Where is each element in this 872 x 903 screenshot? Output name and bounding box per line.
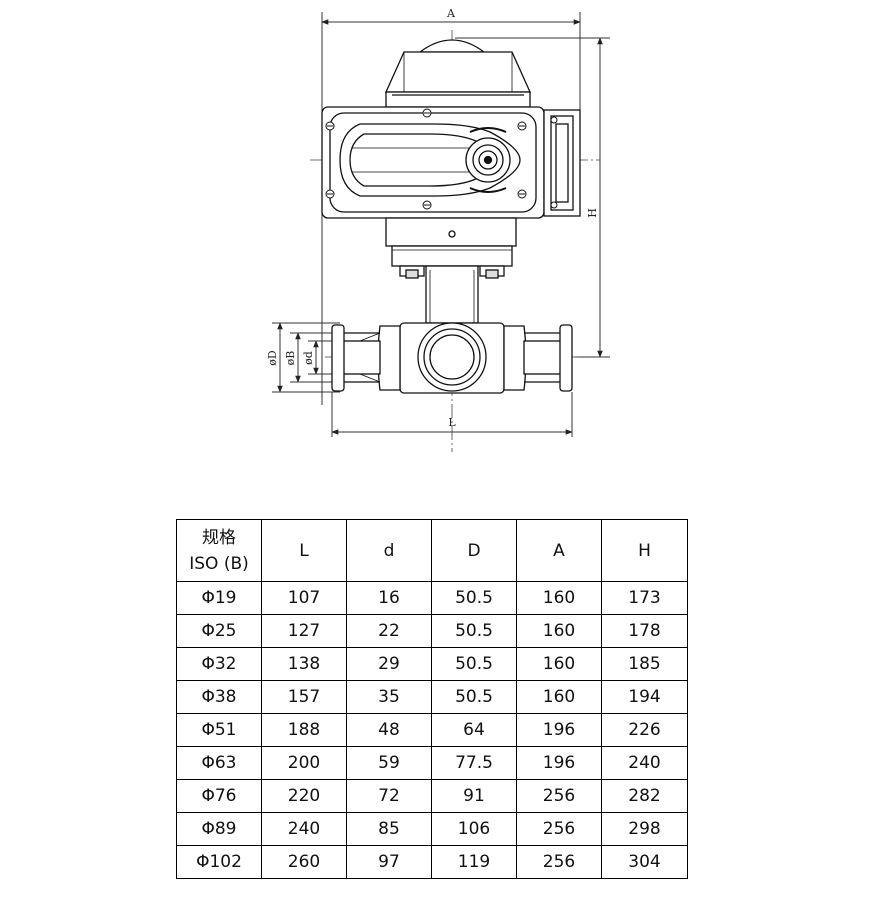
- actuator-cover: [384, 39, 532, 108]
- table-row: Φ102 260 97 119 256 304: [176, 845, 688, 879]
- header-d: d: [346, 519, 432, 582]
- valve-body: [377, 322, 527, 394]
- header-H: H: [601, 519, 688, 582]
- cell-spec: Φ102: [176, 845, 262, 879]
- cell-d: 35: [346, 680, 432, 714]
- cell-D: 119: [431, 845, 517, 879]
- dimension-h-label: H: [586, 208, 599, 218]
- cell-D: 50.5: [431, 614, 517, 648]
- cell-D: 64: [431, 713, 517, 747]
- cell-D: 50.5: [431, 680, 517, 714]
- cell-d: 48: [346, 713, 432, 747]
- cell-H: 240: [601, 746, 688, 780]
- table-row: Φ89 240 85 106 256 298: [176, 812, 688, 846]
- cell-A: 196: [516, 713, 602, 747]
- cell-A: 256: [516, 845, 602, 879]
- cell-H: 304: [601, 845, 688, 879]
- cell-D: 77.5: [431, 746, 517, 780]
- cell-spec: Φ51: [176, 713, 262, 747]
- actuator-base: [385, 217, 517, 279]
- cell-A: 256: [516, 812, 602, 846]
- cell-L: 107: [261, 581, 347, 615]
- cell-d: 97: [346, 845, 432, 879]
- cell-L: 138: [261, 647, 347, 681]
- cell-spec: Φ32: [176, 647, 262, 681]
- table-row: Φ32 138 29 50.5 160 185: [176, 647, 688, 681]
- cell-spec: Φ25: [176, 614, 262, 648]
- header-spec-line1: 规格: [202, 527, 236, 548]
- dimension-diameters: [272, 322, 340, 393]
- position-indicator: [465, 127, 511, 193]
- cell-A: 160: [516, 680, 602, 714]
- dimension-table: 规格 ISO (B) L d D A H Φ19 107 16 50.5 160…: [176, 519, 688, 879]
- cell-D: 106: [431, 812, 517, 846]
- table-row: Φ63 200 59 77.5 196 240: [176, 746, 688, 780]
- header-D: D: [431, 519, 517, 582]
- cell-A: 160: [516, 581, 602, 615]
- valve-stem: [425, 265, 479, 324]
- cell-d: 16: [346, 581, 432, 615]
- housing-screws: [325, 108, 558, 210]
- cell-d: 22: [346, 614, 432, 648]
- cell-L: 200: [261, 746, 347, 780]
- cell-d: 85: [346, 812, 432, 846]
- cell-A: 256: [516, 779, 602, 813]
- cell-D: 50.5: [431, 581, 517, 615]
- cell-L: 240: [261, 812, 347, 846]
- cell-H: 226: [601, 713, 688, 747]
- cell-H: 185: [601, 647, 688, 681]
- header-spec: 规格 ISO (B): [176, 519, 262, 582]
- cell-spec: Φ76: [176, 779, 262, 813]
- table-row: Φ25 127 22 50.5 160 178: [176, 614, 688, 648]
- cell-A: 160: [516, 647, 602, 681]
- cell-d: 72: [346, 779, 432, 813]
- cell-H: 194: [601, 680, 688, 714]
- dimension-d-label: ød: [302, 351, 315, 365]
- cell-L: 188: [261, 713, 347, 747]
- cell-A: 160: [516, 614, 602, 648]
- cell-H: 173: [601, 581, 688, 615]
- cell-D: 91: [431, 779, 517, 813]
- cell-d: 59: [346, 746, 432, 780]
- cell-D: 50.5: [431, 647, 517, 681]
- table-row: Φ76 220 72 91 256 282: [176, 779, 688, 813]
- cell-L: 127: [261, 614, 347, 648]
- cell-spec: Φ89: [176, 812, 262, 846]
- cell-spec: Φ19: [176, 581, 262, 615]
- cell-spec: Φ38: [176, 680, 262, 714]
- table-row: Φ51 188 48 64 196 226: [176, 713, 688, 747]
- header-A: A: [516, 519, 602, 582]
- cell-d: 29: [346, 647, 432, 681]
- header-L: L: [261, 519, 347, 582]
- dimension-B-label: øB: [284, 351, 297, 366]
- dimension-a-label: A: [446, 7, 456, 20]
- table-row: Φ38 157 35 50.5 160 194: [176, 680, 688, 714]
- cell-L: 157: [261, 680, 347, 714]
- dimension-D-label: øD: [266, 350, 279, 366]
- cell-spec: Φ63: [176, 746, 262, 780]
- left-connection: [331, 324, 381, 392]
- right-connection: [523, 324, 573, 392]
- cell-A: 196: [516, 746, 602, 780]
- table-header-row: 规格 ISO (B) L d D A H: [176, 519, 688, 582]
- cell-L: 220: [261, 779, 347, 813]
- cell-L: 260: [261, 845, 347, 879]
- cell-H: 298: [601, 812, 688, 846]
- actuator-housing: [321, 106, 581, 219]
- cell-H: 282: [601, 779, 688, 813]
- valve-technical-drawing: A H L øD øB ød: [266, 7, 610, 452]
- table-row: Φ19 107 16 50.5 160 173: [176, 581, 688, 615]
- header-spec-line2: ISO (B): [189, 553, 249, 574]
- cell-H: 178: [601, 614, 688, 648]
